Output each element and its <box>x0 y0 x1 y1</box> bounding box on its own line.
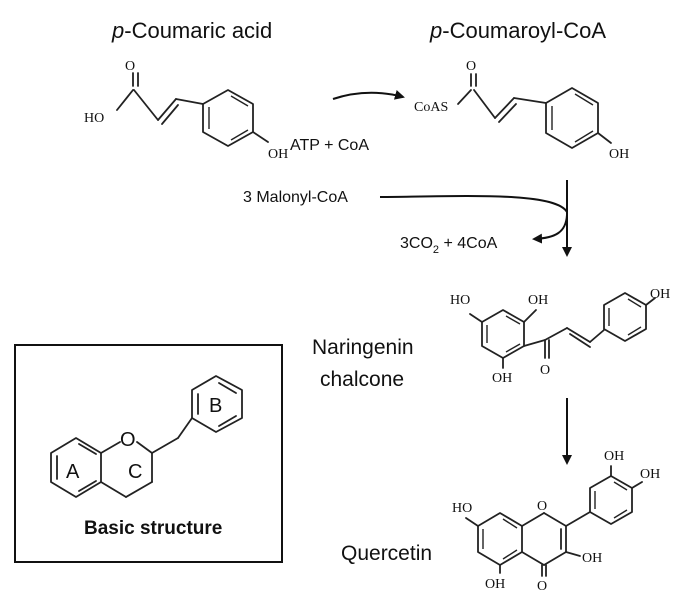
quercetin: Quercetin O HO OH <box>341 449 660 594</box>
p-coumaric-acid-label: p-Coumaric acid <box>111 18 272 43</box>
chalcone-oh-top: OH <box>528 293 548 308</box>
chalcone-o: O <box>540 363 550 378</box>
p-coumaroyl-coa: p-Coumaroyl-CoA O CoAS OH <box>414 18 629 162</box>
arrow-coumaric-to-coumaroyl: ATP + CoA <box>290 90 405 154</box>
chalcone-oh-right: OH <box>650 287 670 302</box>
naringenin-label-line2: chalcone <box>320 368 404 391</box>
chalcone-oh-bottom: OH <box>492 371 512 386</box>
ring-c-label: C <box>128 461 142 483</box>
quercetin-ho: HO <box>452 501 472 516</box>
co2-suffix: + 4CoA <box>439 235 498 252</box>
basic-structure-drawing: O A C B <box>50 375 243 498</box>
quercetin-label: Quercetin <box>341 542 432 565</box>
quercetin-structure: O HO OH OH OH OH O <box>452 449 660 594</box>
quercetin-o-keto: O <box>537 579 547 594</box>
p-coumaroyl-coa-structure: O CoAS OH <box>414 59 629 162</box>
quercetin-oh-top2: OH <box>640 467 660 482</box>
co2-coa-label: 3CO2 + 4CoA <box>400 235 498 256</box>
p-coumaric-name: -Coumaric acid <box>124 18 272 43</box>
co2-subscript: 2 <box>433 244 439 256</box>
naringenin-label-line1: Naringenin <box>312 336 414 359</box>
p-coumaric-ho: HO <box>84 111 104 126</box>
ring-b-label: B <box>209 395 222 417</box>
chalcone-ho: HO <box>450 293 470 308</box>
basic-structure-o: O <box>120 429 136 451</box>
p-coumaroyl-name: -Coumaroyl-CoA <box>442 18 606 43</box>
malonyl-coa-label: 3 Malonyl-CoA <box>243 189 348 206</box>
p-coumaric-o: O <box>125 59 135 74</box>
naringenin-chalcone: Naringenin chalcone HO OH OH O <box>312 287 670 391</box>
basic-structure-frame <box>14 344 283 563</box>
p-coumaric-prefix: p <box>111 18 124 43</box>
co2-prefix: 3CO <box>400 235 433 252</box>
ring-a-label: A <box>66 461 80 483</box>
p-coumaric-oh: OH <box>268 147 288 162</box>
atp-coa-label: ATP + CoA <box>290 137 369 154</box>
p-coumaroyl-prefix: p <box>429 18 442 43</box>
quercetin-oh-bottom: OH <box>485 577 505 592</box>
quercetin-o-ring: O <box>537 499 547 514</box>
p-coumaroyl-coas: CoAS <box>414 100 448 115</box>
basic-structure-box: O A C B Basic structure <box>14 344 283 563</box>
quercetin-oh-top1: OH <box>604 449 624 464</box>
p-coumaric-acid: p-Coumaric acid O HO OH <box>84 18 288 162</box>
quercetin-oh-right: OH <box>582 551 602 566</box>
naringenin-chalcone-structure: HO OH OH O OH <box>450 287 670 386</box>
p-coumaric-acid-structure: O HO OH <box>84 59 288 162</box>
p-coumaroyl-oh: OH <box>609 147 629 162</box>
arrow-malonyl-condensation: 3 Malonyl-CoA 3CO2 + 4CoA <box>243 180 572 257</box>
p-coumaroyl-o: O <box>466 59 476 74</box>
basic-structure-caption: Basic structure <box>84 518 222 539</box>
p-coumaroyl-coa-label: p-Coumaroyl-CoA <box>429 18 606 43</box>
